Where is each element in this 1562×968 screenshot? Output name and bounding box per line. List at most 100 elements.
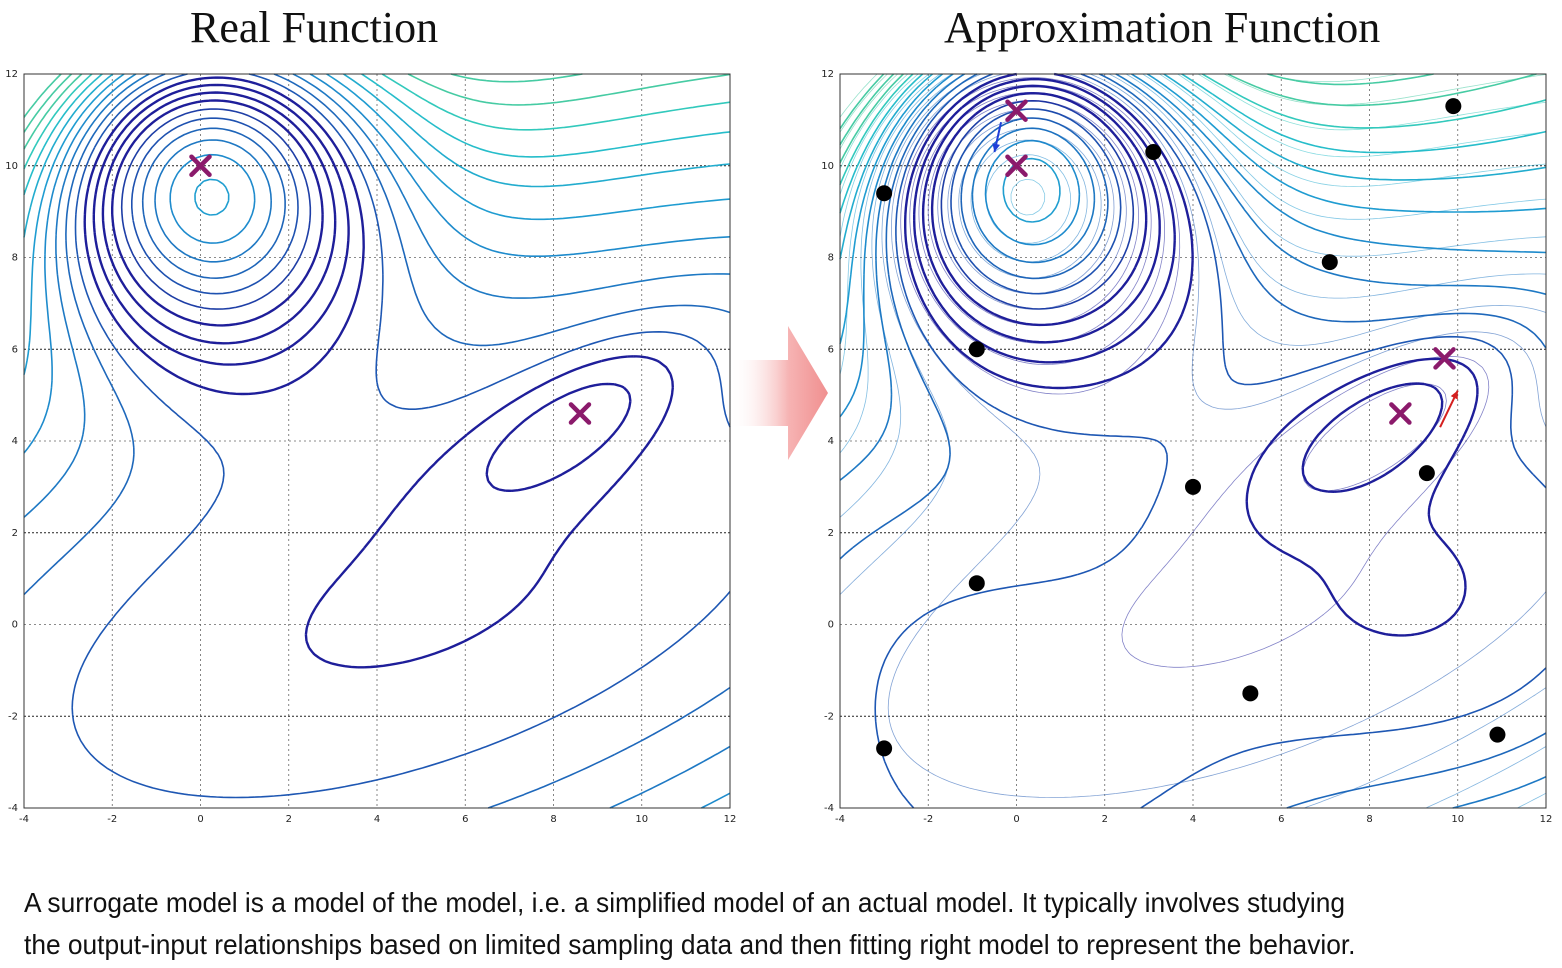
real-contour-line <box>23 73 62 118</box>
real-x-tick-label: 0 <box>197 814 203 825</box>
real-contour-line <box>131 117 299 295</box>
global-minimum-marker <box>189 154 212 177</box>
approximation-function-title: Approximation Function <box>944 3 1381 52</box>
approx-true-contour-line <box>900 77 1490 668</box>
real-y-tick-label: -2 <box>8 711 18 722</box>
right-arrow-icon <box>730 326 828 460</box>
real-x-tick-label: 6 <box>462 814 468 825</box>
caption-line-2: the output-input relationships based on … <box>24 929 1356 960</box>
approx-x-tick-label: 0 <box>1013 814 1019 825</box>
caption: A surrogate model is a model of the mode… <box>24 882 1464 966</box>
sample-point <box>1242 685 1259 702</box>
approx-minimum-marker <box>1389 402 1412 425</box>
sample-point <box>1145 143 1162 160</box>
approx-y-tick-label: 2 <box>828 528 834 539</box>
real-function-title: Real Function <box>190 3 439 52</box>
real-y-tick-label: 6 <box>12 344 18 355</box>
sample-point <box>876 740 893 757</box>
approx-true-contour-line <box>909 84 1447 492</box>
approx-minimum-marker <box>1005 99 1028 122</box>
approx-y-tick-label: -4 <box>824 803 834 814</box>
approx-x-tick-label: 12 <box>1540 814 1553 825</box>
approx-minimum-marker <box>1433 347 1456 370</box>
approx-x-tick-label: 4 <box>1190 814 1196 825</box>
approx-y-tick-label: 10 <box>821 161 834 172</box>
real-contour-line <box>120 108 312 310</box>
approx-y-tick-label: 8 <box>828 253 834 264</box>
approx-true-contour-line <box>1010 179 1046 216</box>
approx-true-contour-line <box>958 127 1102 279</box>
real-contour-line <box>169 153 256 244</box>
sample-point <box>1445 98 1462 115</box>
real-y-tick-label: 8 <box>12 253 18 264</box>
approx-contour-line <box>839 73 1547 418</box>
approx-minimum-marker <box>1005 154 1028 177</box>
real-x-tick-label: 8 <box>550 814 556 825</box>
approx-contour-line <box>839 73 1547 809</box>
real-x-tick-label: 10 <box>635 814 648 825</box>
approximation-function-contour-plot: -4 -2 0 2 4 6 8 10 12 -4 -2 0 2 4 6 8 10 12 <box>816 62 1556 832</box>
real-contour-line <box>92 83 632 492</box>
caption-line-1: A surrogate model is a model of the mode… <box>24 887 1346 918</box>
approx-true-contour-line <box>839 73 1547 809</box>
sample-point <box>968 341 985 358</box>
real-y-tick-label: 4 <box>12 436 18 447</box>
real-contour-line <box>111 99 324 327</box>
real-contour-line <box>83 76 674 669</box>
real-contour-line <box>23 73 731 809</box>
sample-point <box>1489 726 1506 743</box>
real-contour-line <box>23 73 731 809</box>
approx-y-tick-label: 0 <box>828 620 834 631</box>
approx-contour-line <box>904 72 1479 637</box>
approx-x-tick-label: 6 <box>1278 814 1284 825</box>
step-arrow-icon <box>992 121 1003 153</box>
real-contour-line <box>101 91 337 345</box>
real-y-tick-label: 2 <box>12 528 18 539</box>
real-y-tick-label: -4 <box>8 803 18 814</box>
step-arrow-icon <box>1439 390 1459 428</box>
approx-y-tick-label: -2 <box>824 711 834 722</box>
real-x-tick-label: 12 <box>724 814 737 825</box>
approx-true-contour-line <box>839 73 1399 133</box>
approx-contour-line <box>839 73 1547 809</box>
real-contour-line <box>141 127 286 279</box>
approx-y-tick-label: 6 <box>828 344 834 355</box>
approx-contour-line <box>874 73 1547 809</box>
approx-true-contour-line <box>918 92 1152 344</box>
approx-true-contour-line <box>887 73 1547 798</box>
real-x-tick-label: 4 <box>374 814 380 825</box>
approx-true-contour-line <box>985 154 1072 244</box>
real-x-tick-label: -2 <box>107 814 117 825</box>
approx-x-tick-label: 8 <box>1366 814 1372 825</box>
real-contour-line <box>23 73 583 133</box>
sample-point <box>968 575 985 592</box>
approx-x-tick-label: -4 <box>835 814 845 825</box>
approx-true-contour-line <box>970 139 1088 263</box>
approx-contour-line <box>913 77 1444 493</box>
real-y-tick-label: 10 <box>5 161 18 172</box>
real-function-contour-plot: -4 -2 0 2 4 6 8 10 12 -4 -2 0 2 4 6 8 10 12 <box>0 62 740 832</box>
approx-x-tick-label: -2 <box>923 814 933 825</box>
sample-point <box>876 185 893 202</box>
real-contour-line <box>154 139 272 263</box>
sample-point <box>1418 465 1435 482</box>
real-x-tick-label: 2 <box>286 814 292 825</box>
approx-true-contour-line <box>947 117 1115 295</box>
real-contours <box>23 73 731 809</box>
approx-contours <box>839 72 1547 809</box>
approx-true-contour-line <box>839 73 878 118</box>
real-y-tick-label: 0 <box>12 620 18 631</box>
real-contour-line <box>71 73 731 799</box>
approx-contour-line <box>930 92 1148 327</box>
approx-contour-line <box>940 100 1135 310</box>
local-minimum-marker <box>568 402 592 425</box>
real-contour-line <box>194 178 230 216</box>
approx-x-tick-label: 10 <box>1451 814 1464 825</box>
approx-true-contour-line <box>839 73 1547 809</box>
sample-point <box>1185 478 1201 495</box>
approx-y-tick-label: 12 <box>821 69 834 80</box>
approx-y-tick-label: 4 <box>828 436 834 447</box>
approx-x-tick-label: 2 <box>1102 814 1108 825</box>
real-x-tick-label: -4 <box>19 814 29 825</box>
real-y-tick-label: 12 <box>5 69 18 80</box>
